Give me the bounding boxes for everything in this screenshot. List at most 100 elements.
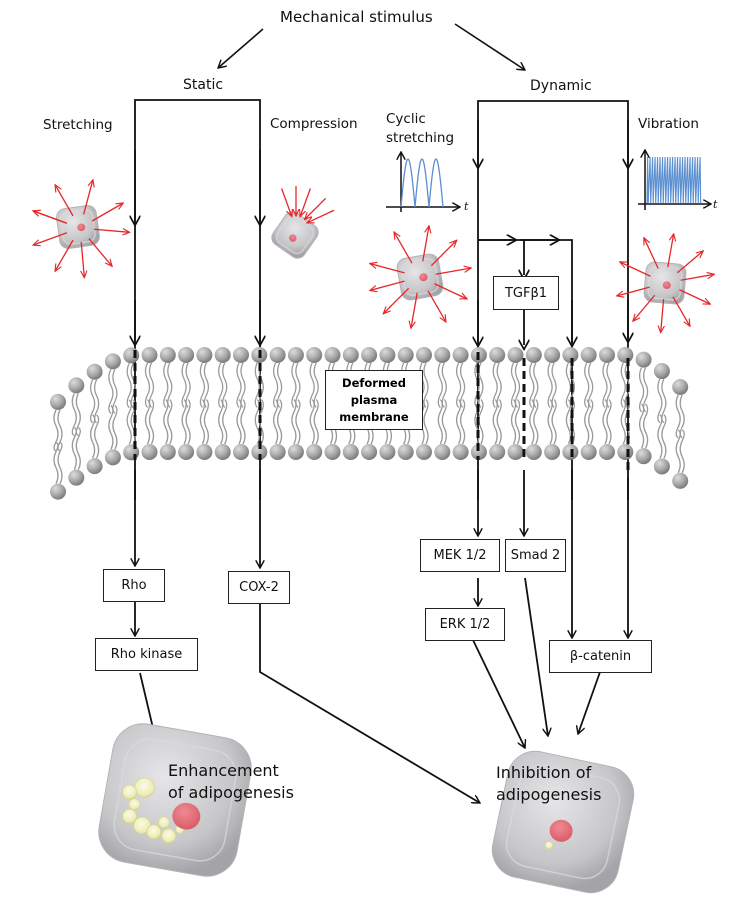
lipid-head — [50, 483, 66, 500]
lipid-head — [580, 347, 597, 363]
stretch-force-arrows — [33, 180, 130, 278]
lipid-tail — [547, 362, 553, 408]
lipid-tail — [108, 404, 114, 450]
lipid-tail — [272, 362, 279, 408]
lipid-tail — [510, 362, 517, 408]
lipid-tail — [112, 404, 118, 450]
lipid-head — [123, 444, 140, 461]
mek-node: MEK 1/2 — [420, 539, 500, 572]
lipid-head — [342, 444, 359, 460]
cyclic-force-arrows — [370, 226, 471, 328]
top-arrows — [218, 23, 525, 70]
time-axis-label: t — [713, 198, 718, 211]
static-bracket — [135, 99, 260, 500]
vibration-force-arrows — [617, 234, 715, 333]
lipid-droplet — [146, 824, 162, 840]
lipid-tail — [620, 362, 626, 408]
lipid-head — [599, 347, 615, 363]
lipid-head — [525, 444, 542, 460]
pathway-arrows — [135, 470, 628, 804]
compression-label: Compression — [270, 116, 358, 132]
cell-highlight — [113, 738, 237, 862]
nucleus — [662, 281, 671, 289]
lipid-tail — [459, 399, 466, 445]
force-arrow — [422, 226, 429, 262]
lipid-head — [287, 444, 304, 460]
lipid-tail — [496, 399, 502, 445]
lipid-tail — [218, 362, 224, 408]
lipid-tail — [675, 429, 681, 474]
smad2-node: Smad 2 — [505, 539, 566, 572]
lipid-tail — [163, 362, 169, 408]
lipid-tail — [126, 399, 132, 445]
force-arrow — [643, 238, 659, 269]
force-arrow — [633, 294, 656, 321]
lipid-tail — [309, 399, 315, 445]
lipid-head — [159, 347, 176, 363]
rho-kinase-node: Rho kinase — [95, 638, 198, 671]
beta-catenin-node: β-catenin — [549, 640, 652, 673]
high-frequency-wave — [646, 156, 702, 204]
adipocyte-inhibited — [491, 750, 635, 894]
cell-highlight — [60, 209, 96, 245]
lipid-head — [196, 347, 213, 363]
lipid-tail — [71, 393, 77, 437]
force-arrow — [434, 283, 468, 300]
enhancement-line2: of adipogenesis — [168, 783, 294, 802]
lipid-head — [525, 347, 542, 363]
lipid-head — [617, 347, 634, 363]
force-arrow — [411, 292, 418, 328]
lipid-tail — [163, 399, 169, 445]
lipid-tail — [437, 362, 443, 408]
force-arrow — [88, 238, 112, 267]
lipid-tail — [533, 399, 539, 445]
lipid-tail — [148, 399, 155, 445]
lipid-tail — [126, 363, 132, 409]
lipid-tail — [584, 362, 590, 408]
lipid-tail — [642, 403, 649, 449]
lipid-tail — [510, 399, 517, 445]
lipid-head — [562, 444, 579, 460]
lipid-head — [599, 444, 615, 460]
lipid-head — [233, 444, 249, 460]
sine-wave — [400, 158, 444, 208]
lipid-head — [452, 444, 469, 460]
lipid-droplet — [161, 828, 177, 844]
lipid-tail — [565, 399, 572, 445]
stretching-label: Stretching — [43, 117, 113, 133]
lipid-tail — [657, 378, 663, 424]
lipid-droplet — [122, 808, 137, 824]
lipid-head — [544, 347, 561, 363]
lipid-tail — [295, 399, 301, 445]
lipid-head — [379, 444, 396, 460]
force-arrow — [661, 298, 664, 333]
compressed-cell — [271, 211, 319, 259]
lipid-head — [141, 347, 158, 363]
lipid-tail — [492, 362, 498, 408]
lipid-tail — [529, 399, 535, 445]
lipid-tail — [71, 426, 77, 470]
compression-force-arrows — [281, 186, 335, 224]
membrane-label-line1: Deformed — [342, 375, 406, 390]
rho-node: Rho — [103, 569, 165, 602]
force-arrow — [33, 232, 68, 245]
force-arrow — [430, 240, 456, 267]
lipid-tail — [455, 399, 462, 445]
force-arrow — [667, 234, 674, 268]
lipid-head — [635, 448, 652, 465]
lipid-tail — [565, 362, 572, 408]
adipocyte-enhanced — [98, 723, 252, 877]
lipid-tail — [675, 394, 681, 439]
lipid-head — [507, 444, 524, 460]
lipid-tail — [272, 399, 279, 445]
lipid-head — [306, 347, 323, 363]
lipid-tail — [144, 362, 151, 408]
force-arrow — [91, 203, 123, 222]
lipid-tail — [638, 367, 645, 413]
force-arrow — [435, 268, 471, 275]
vibrated-cell — [643, 261, 687, 305]
dynamic-label: Dynamic — [530, 78, 592, 94]
lipid-tail — [309, 362, 315, 408]
lipid-head — [672, 379, 689, 396]
